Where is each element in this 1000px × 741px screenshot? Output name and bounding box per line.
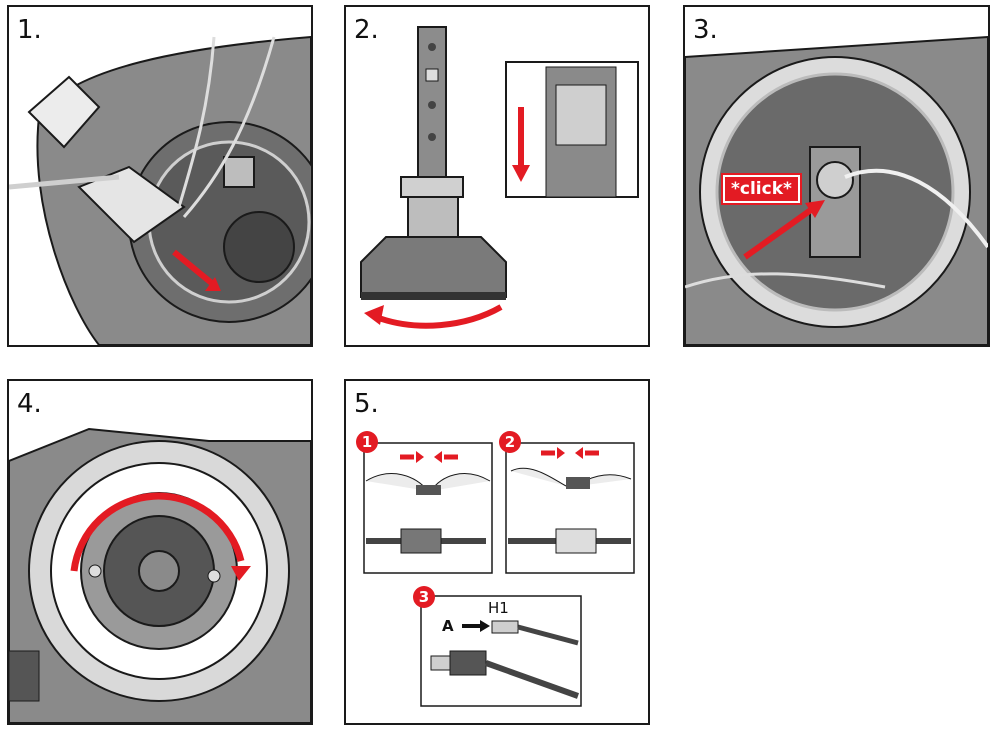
step-number: 3. (693, 15, 718, 45)
sub-step-2-badge: 2 (499, 431, 521, 453)
step-5-panel: 5. 1 2 3 H1 A (344, 379, 650, 725)
step-number: 4. (17, 389, 42, 419)
sub-step-3-badge: 3 (413, 586, 435, 608)
step-1-panel: 1. (7, 5, 313, 347)
click-label: *click* (721, 173, 802, 205)
install-bulb-illustration (360, 26, 639, 329)
remove-cover-illustration (9, 7, 311, 345)
sub-step-1-badge: 1 (356, 431, 378, 453)
pin-label: A (442, 617, 454, 635)
step-2-panel: 2. (344, 5, 650, 347)
step-3-panel: 3. *click* (683, 5, 990, 347)
connector-label: H1 (488, 599, 509, 617)
connect-wires-illustration (363, 442, 635, 707)
clip-lock-illustration (685, 35, 988, 345)
rotate-bulb-illustration (9, 427, 311, 723)
step-number: 5. (354, 389, 379, 419)
step-number: 2. (354, 15, 379, 45)
step-4-panel: 4. (7, 379, 313, 725)
step-number: 1. (17, 15, 42, 45)
